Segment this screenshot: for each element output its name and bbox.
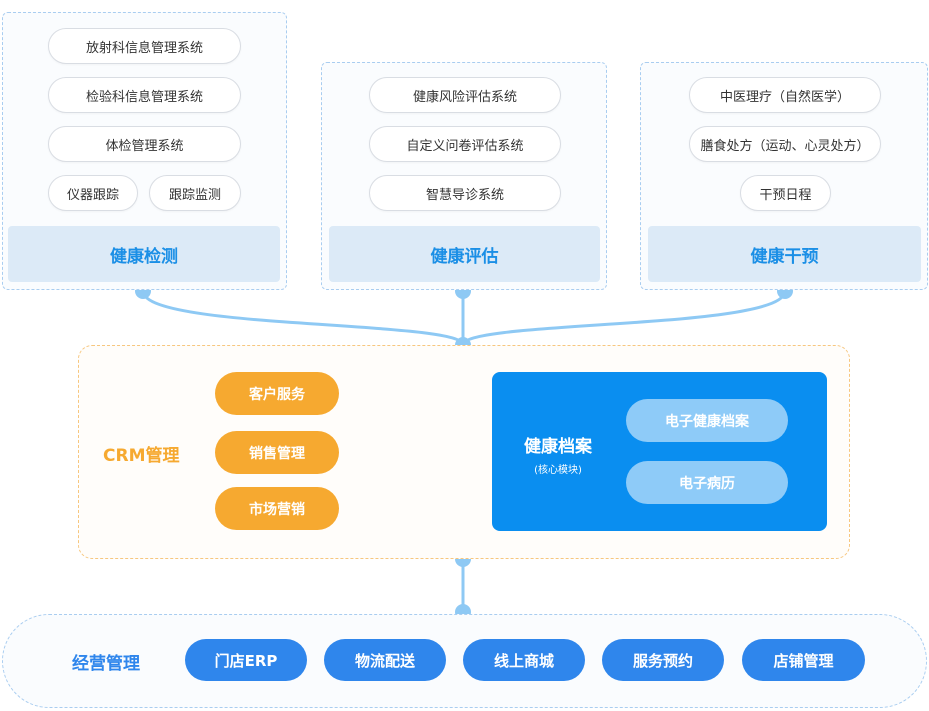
health-archive-panel — [492, 372, 827, 531]
detection-item-instrument-tracking[interactable]: 仪器跟踪 — [48, 175, 138, 211]
assessment-title: 健康评估 — [329, 226, 600, 282]
intervention-item-tcm[interactable]: 中医理疗（自然医学） — [689, 77, 881, 113]
crm-title: CRM管理 — [103, 445, 180, 466]
connector-intervention — [461, 290, 787, 346]
electronic-medical-record-button[interactable]: 电子病历 — [626, 461, 788, 504]
intervention-item-schedule[interactable]: 干预日程 — [740, 175, 831, 211]
assessment-item-guidance[interactable]: 智慧导诊系统 — [369, 175, 561, 211]
crm-customer-service-button[interactable]: 客户服务 — [215, 372, 339, 415]
store-management-button[interactable]: 店铺管理 — [742, 639, 865, 681]
operations-title: 经营管理 — [72, 653, 140, 674]
assessment-item-risk[interactable]: 健康风险评估系统 — [369, 77, 561, 113]
health-archive-subtitle: (核心模块) — [534, 464, 582, 476]
assessment-item-questionnaire[interactable]: 自定义问卷评估系统 — [369, 126, 561, 162]
detection-item-monitoring[interactable]: 跟踪监测 — [149, 175, 241, 211]
electronic-health-record-button[interactable]: 电子健康档案 — [626, 399, 788, 442]
store-erp-button[interactable]: 门店ERP — [185, 639, 307, 681]
crm-marketing-button[interactable]: 市场营销 — [215, 487, 339, 530]
detection-item-radiology[interactable]: 放射科信息管理系统 — [48, 28, 241, 64]
detection-item-checkup[interactable]: 体检管理系统 — [48, 126, 241, 162]
crm-sales-management-button[interactable]: 销售管理 — [215, 431, 339, 474]
detection-title: 健康检测 — [8, 226, 280, 282]
service-booking-button[interactable]: 服务预约 — [602, 639, 724, 681]
online-mall-button[interactable]: 线上商城 — [463, 639, 585, 681]
intervention-title: 健康干预 — [648, 226, 921, 282]
health-archive-title: 健康档案 — [524, 436, 592, 457]
intervention-item-diet[interactable]: 膳食处方（运动、心灵处方） — [689, 126, 881, 162]
connector-detection — [141, 290, 465, 346]
logistics-button[interactable]: 物流配送 — [324, 639, 446, 681]
detection-item-laboratory[interactable]: 检验科信息管理系统 — [48, 77, 241, 113]
